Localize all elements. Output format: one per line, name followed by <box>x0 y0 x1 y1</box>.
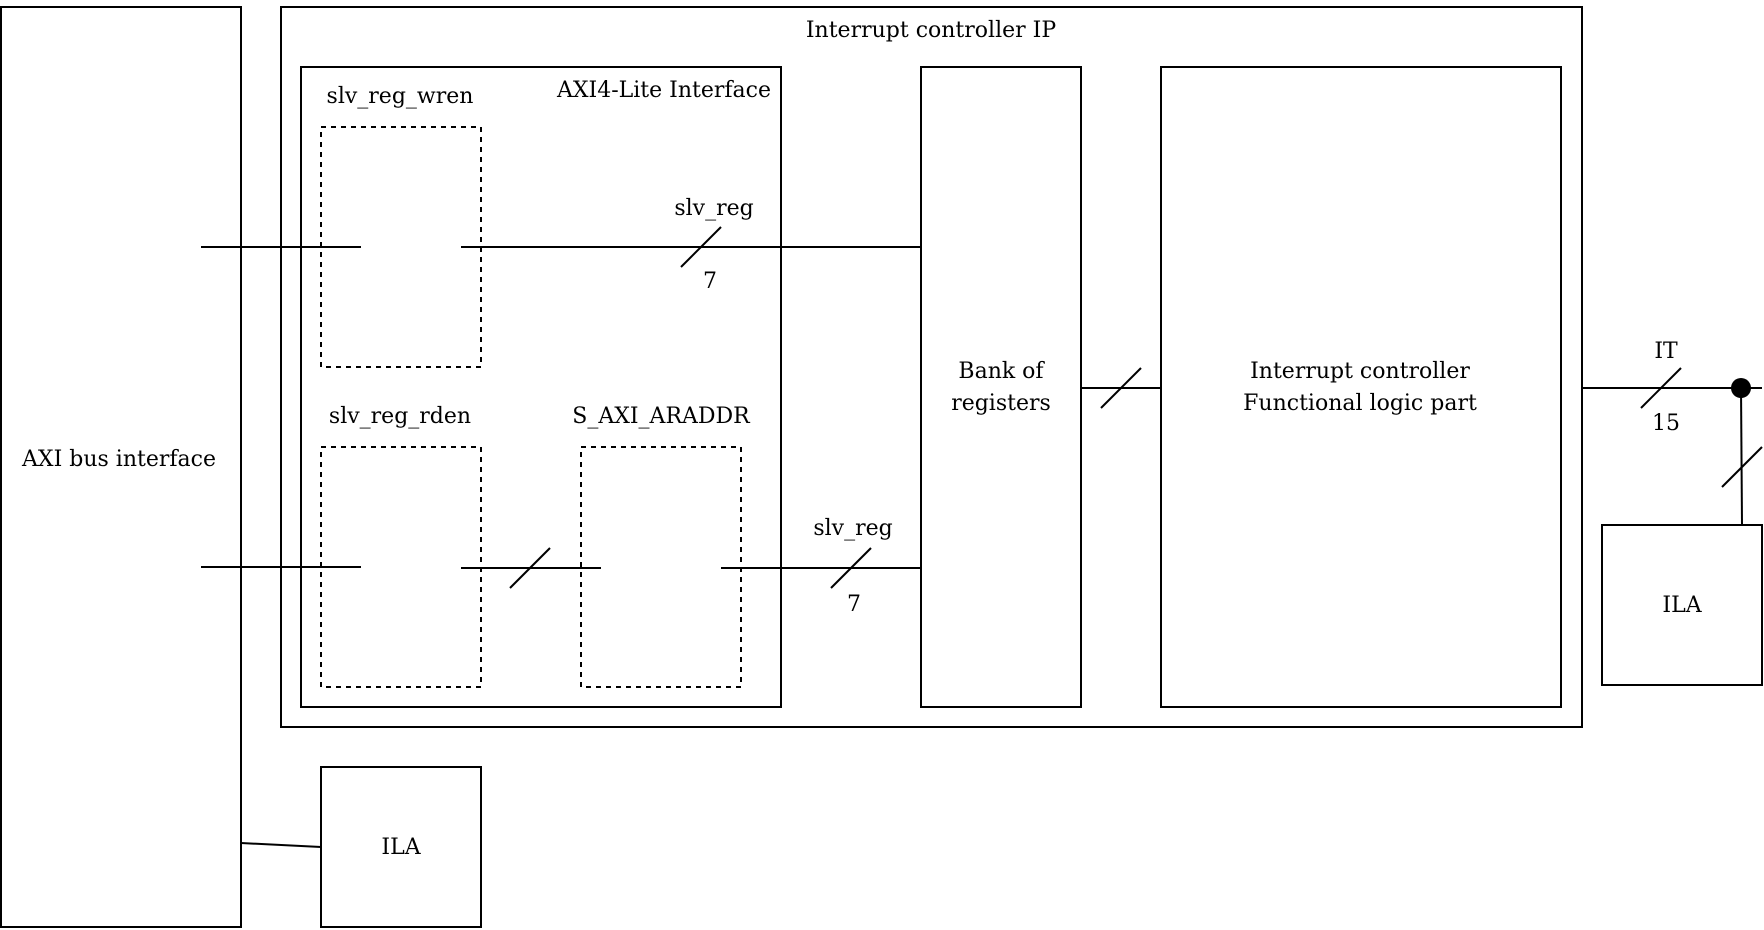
bank-of-registers-line1: Bank of <box>958 359 1045 384</box>
it-label: IT <box>1654 339 1678 364</box>
bus-slash-rden-araddr <box>509 547 551 589</box>
ila-right-block: ILA <box>1601 524 1763 686</box>
bus-slash-ila <box>1721 446 1763 488</box>
wire-junction-to-ila <box>1740 387 1743 526</box>
interrupt-controller-ip-block: Interrupt controller IP <box>280 6 1583 728</box>
bank-of-registers-block: Bank of registers <box>920 66 1082 708</box>
bank-of-registers-line2: registers <box>951 391 1051 416</box>
ila-right-label: ILA <box>1662 593 1702 618</box>
slv-reg-rden-block: slv_reg_rden <box>320 404 482 688</box>
axi4-lite-interface-block: AXI4-Lite Interface <box>300 66 782 708</box>
slv-reg-top-label: slv_reg <box>674 196 753 221</box>
s-axi-araddr-block: S_AXI_ARADDR <box>572 404 751 688</box>
wire-axi-to-ila-bottom <box>240 842 322 848</box>
ila-bottom-block: ILA <box>320 766 482 928</box>
interrupt-controller-ip-title: Interrupt controller IP <box>806 18 1056 43</box>
bus-slash-slv-reg-top <box>680 226 722 268</box>
slv-reg-bottom-width: 7 <box>847 592 861 617</box>
slv-reg-rden-label: slv_reg_rden <box>329 404 471 429</box>
slv-reg-wren-block: slv_reg_wren <box>320 84 482 368</box>
axi-bus-interface-block: AXI bus interface <box>0 6 242 928</box>
bus-slash-slv-reg-bottom <box>830 547 872 589</box>
slv-reg-wren-label: slv_reg_wren <box>327 84 474 109</box>
it-width: 15 <box>1652 411 1680 436</box>
slv-reg-top-width: 7 <box>703 269 717 294</box>
axi-bus-interface-label: AXI bus interface <box>21 447 216 472</box>
functional-logic-block: Interrupt controller Functional logic pa… <box>1160 66 1562 708</box>
functional-logic-line2: Functional logic part <box>1243 391 1477 416</box>
ila-bottom-label: ILA <box>381 835 421 860</box>
slv-reg-bottom-label: slv_reg <box>813 516 892 541</box>
s-axi-araddr-label: S_AXI_ARADDR <box>572 404 751 429</box>
bus-slash-it <box>1640 367 1682 409</box>
functional-logic-line1: Interrupt controller <box>1250 359 1470 384</box>
bus-slash-bank-functional <box>1100 367 1142 409</box>
axi4-lite-interface-title: AXI4-Lite Interface <box>556 78 771 103</box>
